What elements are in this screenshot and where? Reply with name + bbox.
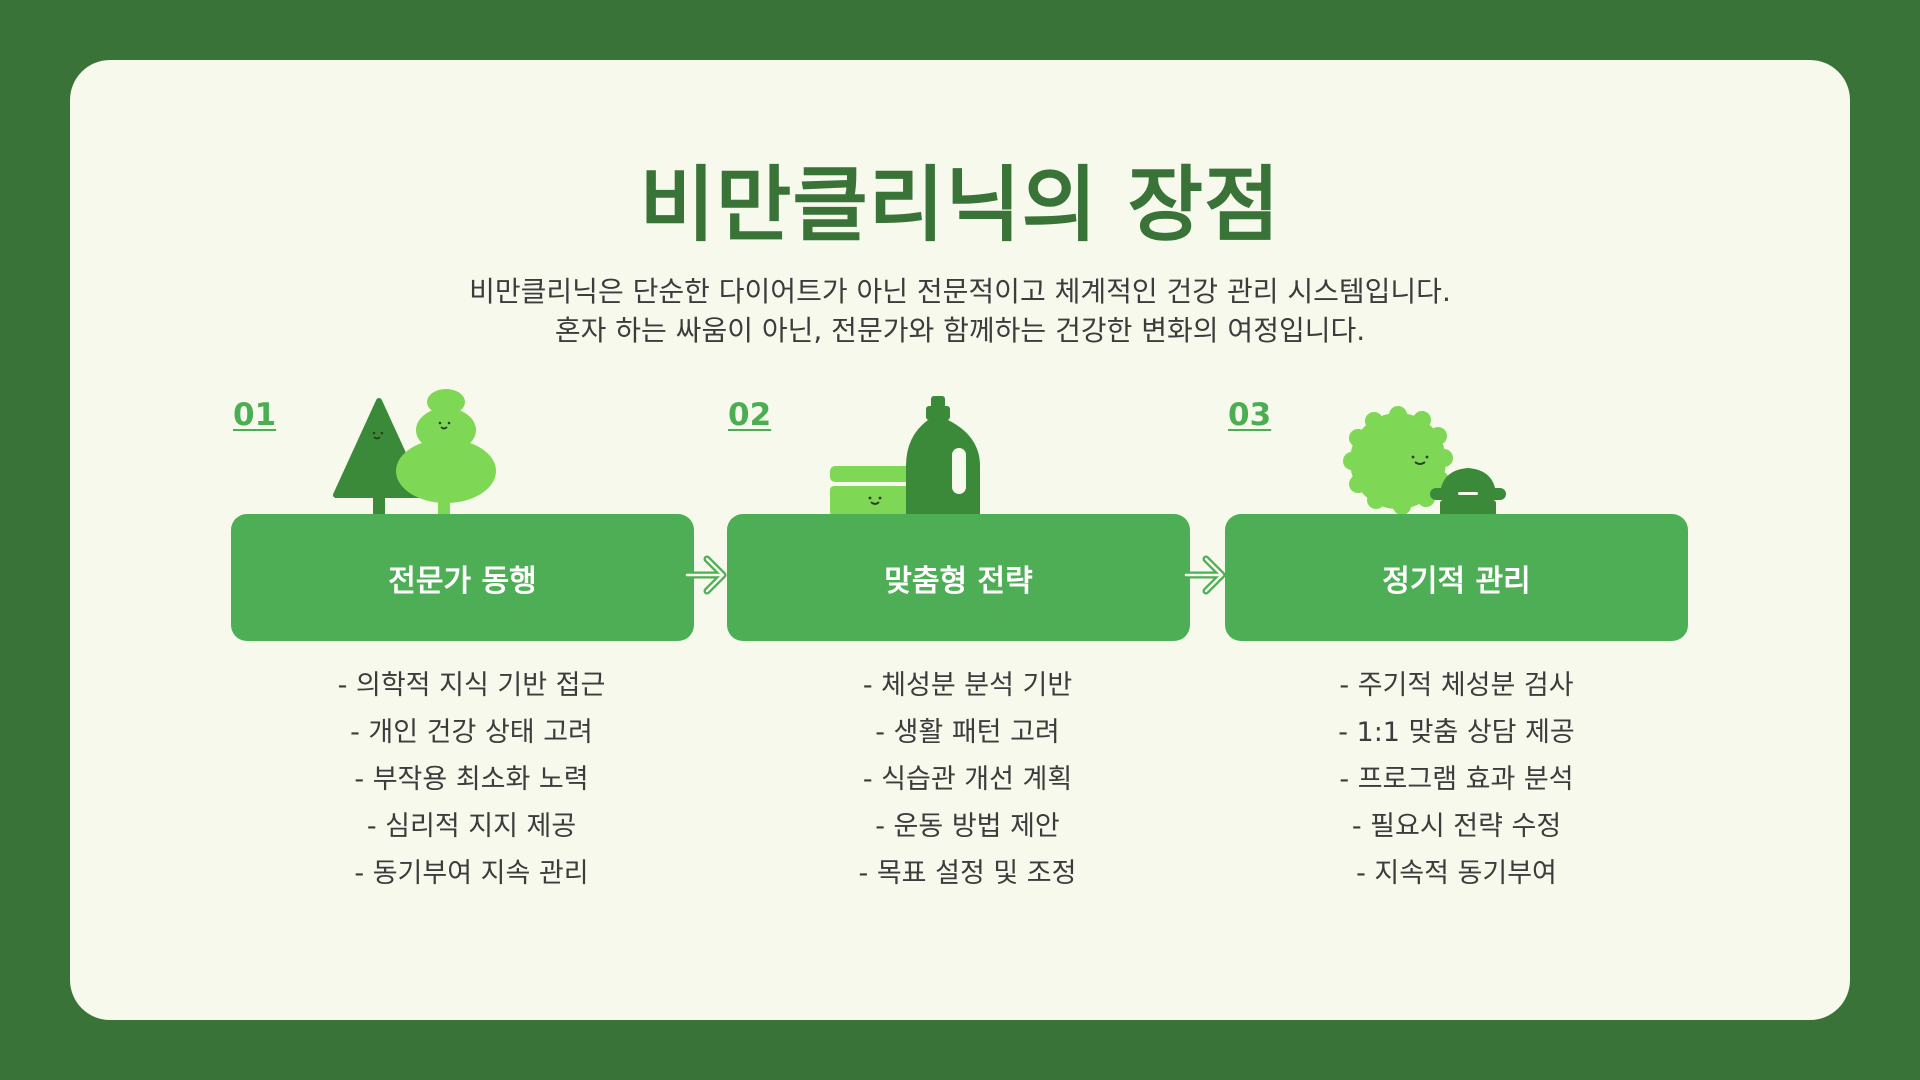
list-item: - 프로그램 효과 분석 bbox=[1339, 764, 1574, 795]
list-item: - 생활 패턴 고려 bbox=[875, 717, 1060, 748]
list-item: - 필요시 전략 수정 bbox=[1351, 811, 1562, 842]
list-item: - 심리적 지지 제공 bbox=[366, 811, 577, 842]
arrow-right-icon bbox=[683, 555, 727, 595]
step-number-3: 03 bbox=[1228, 397, 1272, 433]
step-box-expert: 전문가 동행 bbox=[231, 514, 694, 641]
list-item: - 주기적 체성분 검사 bbox=[1339, 670, 1574, 701]
step-list-3: - 주기적 체성분 검사 - 1:1 맞춤 상담 제공 - 프로그램 효과 분석… bbox=[1225, 662, 1688, 897]
list-item: - 체성분 분석 기반 bbox=[862, 670, 1073, 701]
intro-line-1: 비만클리닉은 단순한 다이어트가 아닌 전문적이고 체계적인 건강 관리 시스템… bbox=[469, 275, 1451, 308]
list-item: - 의학적 지식 기반 접근 bbox=[337, 670, 606, 701]
step-list-2: - 체성분 분석 기반 - 생활 패턴 고려 - 식습관 개선 계획 - 운동 … bbox=[736, 662, 1199, 897]
arrow-right-icon bbox=[1182, 555, 1226, 595]
list-item: - 지속적 동기부여 bbox=[1356, 858, 1557, 889]
step-number-2: 02 bbox=[728, 397, 772, 433]
list-item: - 목표 설정 및 조정 bbox=[858, 858, 1077, 889]
bottle-jar-icon bbox=[830, 396, 980, 516]
step-label-2: 맞춤형 전략 bbox=[884, 563, 1033, 599]
page-title: 비만클리닉의 장점 bbox=[639, 158, 1281, 253]
step-label-3: 정기적 관리 bbox=[1382, 563, 1531, 599]
trees-icon bbox=[333, 389, 496, 522]
list-item: - 1:1 맞춤 상담 제공 bbox=[1338, 717, 1575, 748]
list-item: - 동기부여 지속 관리 bbox=[354, 858, 589, 889]
step-box-custom: 맞춤형 전략 bbox=[727, 514, 1190, 641]
bush-hat-icon bbox=[1343, 406, 1506, 516]
intro-line-2: 혼자 하는 싸움이 아닌, 전문가와 함께하는 건강한 변화의 여정입니다. bbox=[554, 314, 1366, 347]
list-item: - 운동 방법 제안 bbox=[875, 811, 1060, 842]
step-label-1: 전문가 동행 bbox=[388, 563, 537, 599]
intro-text: 비만클리닉은 단순한 다이어트가 아닌 전문적이고 체계적인 건강 관리 시스템… bbox=[0, 272, 1920, 350]
list-item: - 식습관 개선 계획 bbox=[862, 764, 1073, 795]
step-box-regular: 정기적 관리 bbox=[1225, 514, 1688, 641]
list-item: - 개인 건강 상태 고려 bbox=[350, 717, 593, 748]
step-list-1: - 의학적 지식 기반 접근 - 개인 건강 상태 고려 - 부작용 최소화 노… bbox=[240, 662, 703, 897]
step-number-1: 01 bbox=[233, 397, 277, 433]
list-item: - 부작용 최소화 노력 bbox=[354, 764, 589, 795]
